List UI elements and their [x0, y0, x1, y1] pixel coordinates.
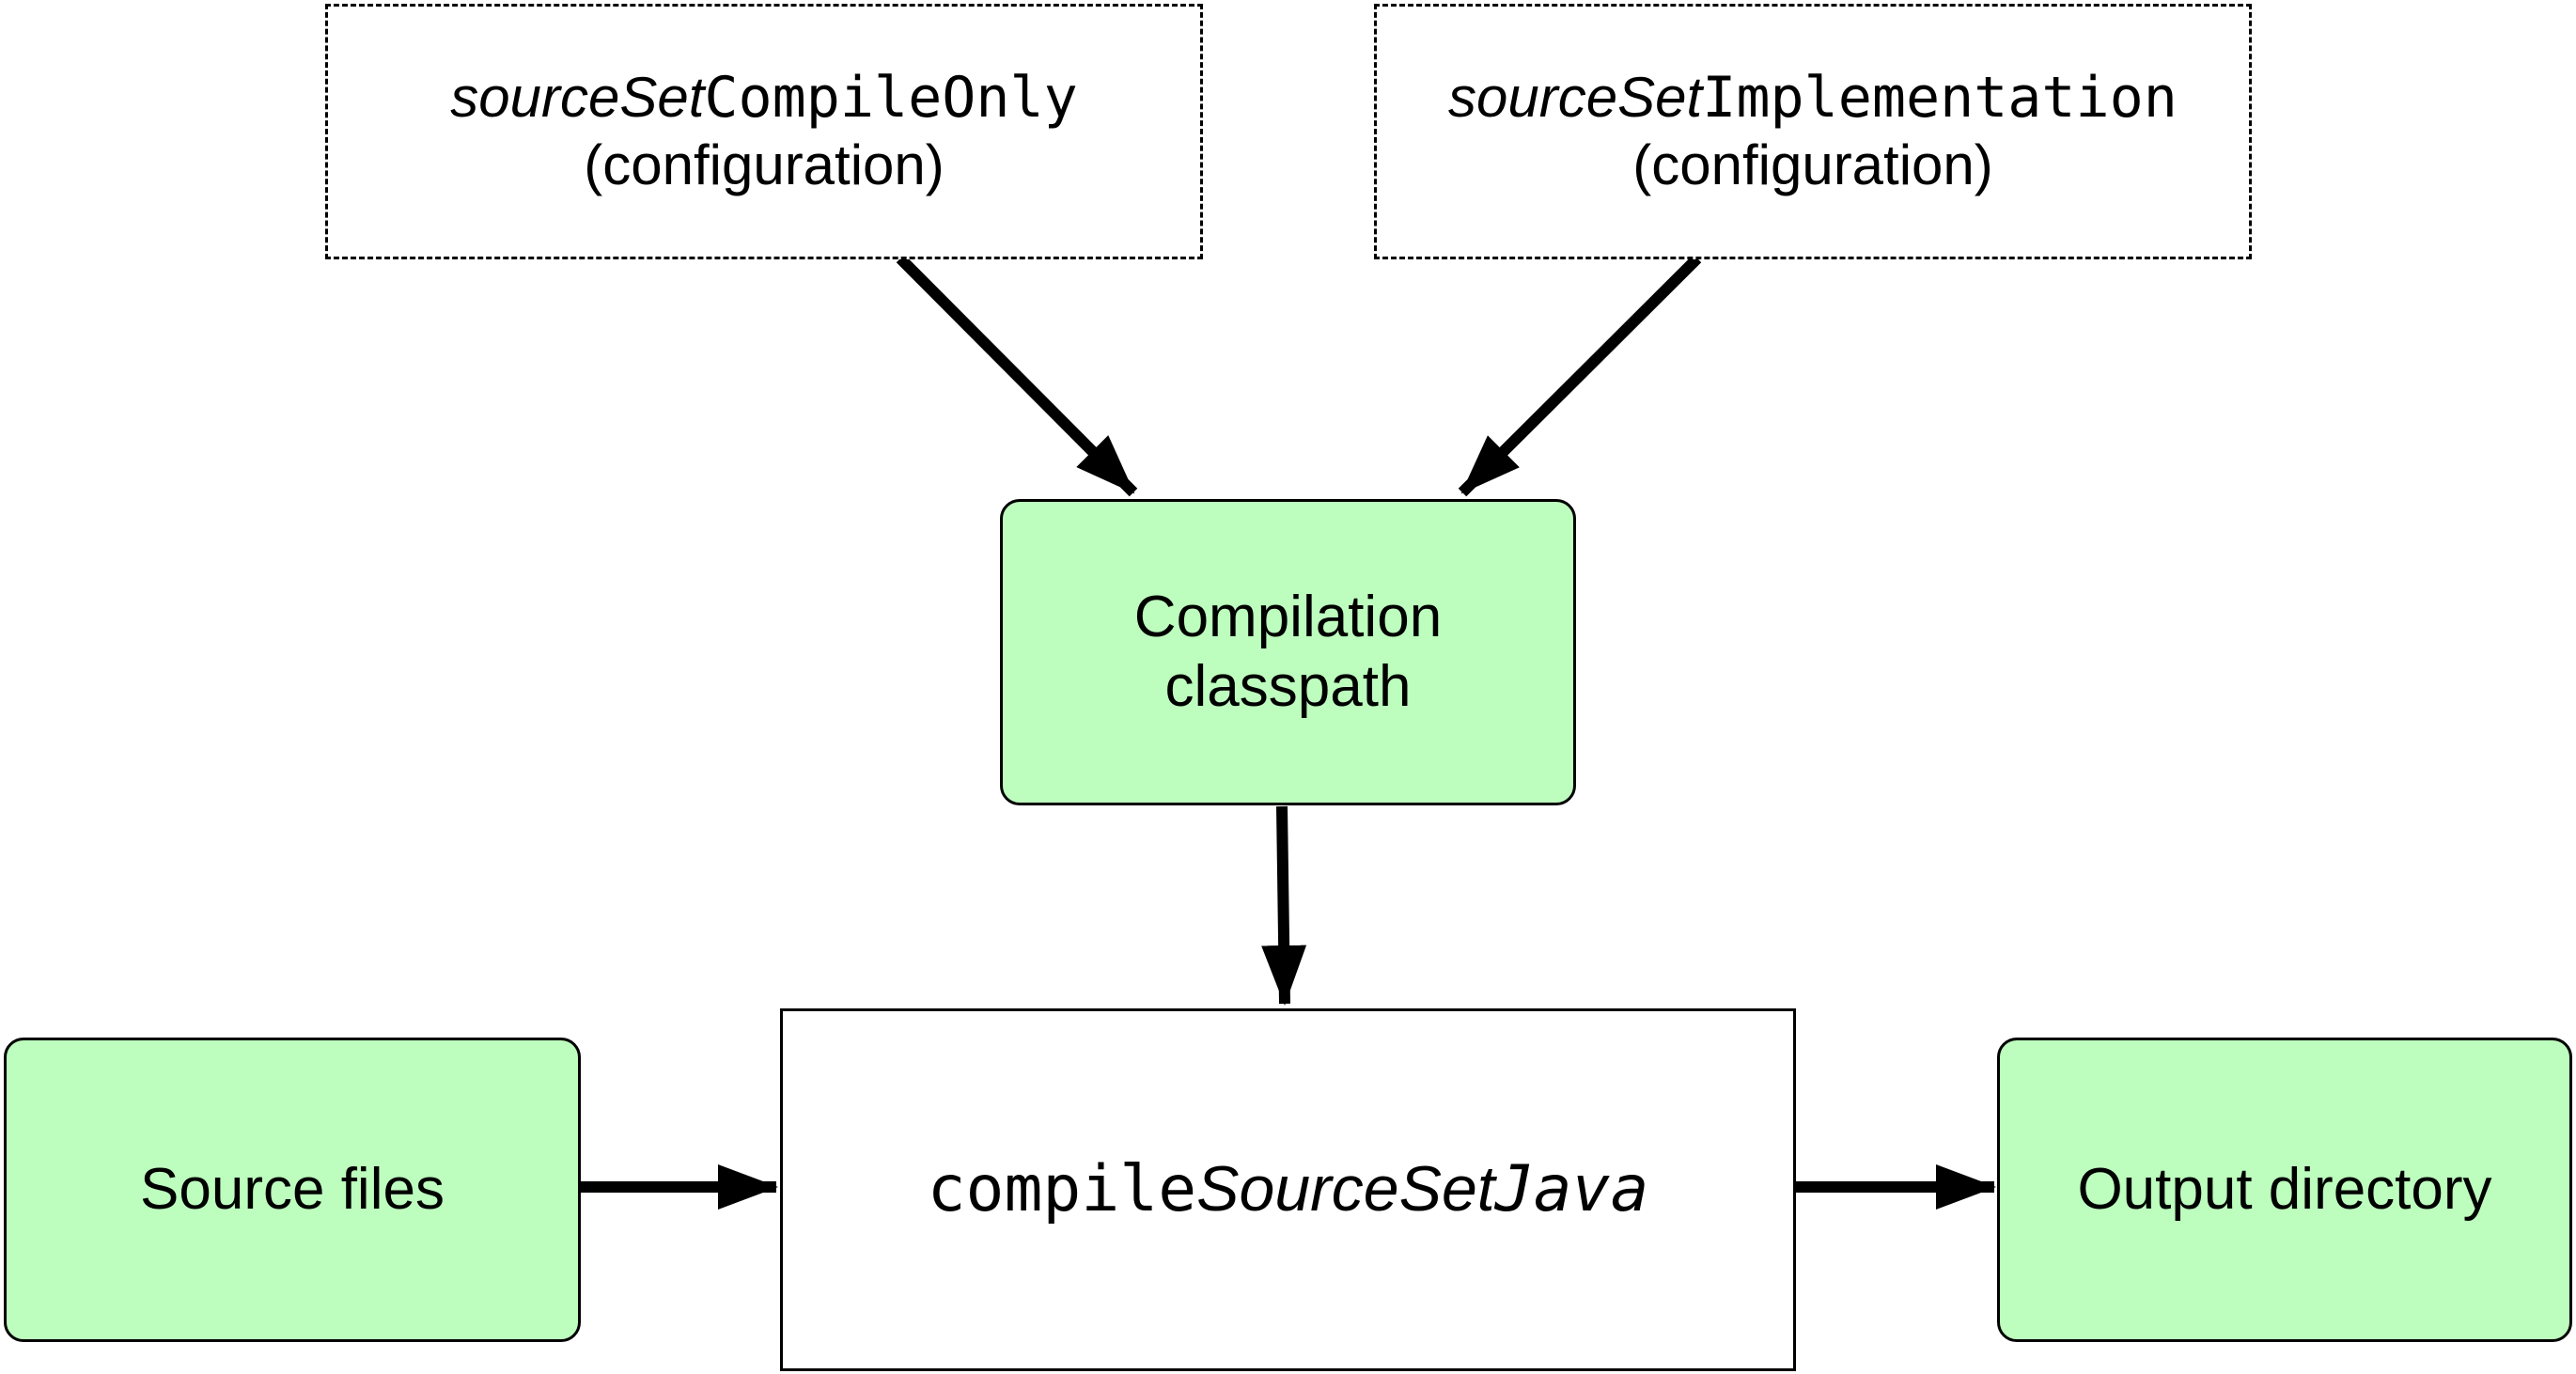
source-set-prefix: sourceSet — [450, 66, 705, 129]
source-files-node: Source files — [4, 1038, 581, 1342]
implementation-configuration-subtitle: (configuration) — [1632, 133, 1993, 196]
compile-only-configuration-title: sourceSetCompileOnly — [450, 64, 1078, 132]
compilation-classpath-line-2: classpath — [1164, 654, 1412, 719]
source-files-label: Source files — [140, 1156, 445, 1222]
edge-implementation-to-classpath — [1458, 254, 1702, 497]
source-set-prefix: sourceSet — [1448, 66, 1703, 129]
output-directory-label: Output directory — [2077, 1156, 2492, 1222]
implementation-name: Implementation — [1702, 65, 2178, 131]
task-prefix: compile — [927, 1152, 1197, 1227]
edge-compileonly-to-classpath — [896, 254, 1138, 497]
compile-java-task-label: compileSourceSetJava — [928, 1151, 1649, 1228]
implementation-configuration-title: sourceSetImplementation — [1448, 64, 2178, 132]
compile-only-configuration-node: sourceSetCompileOnly (configuration) — [325, 4, 1203, 259]
task-suffix: Java — [1494, 1152, 1649, 1227]
output-directory-node: Output directory — [1997, 1038, 2572, 1342]
edge-classpath-to-task — [1261, 805, 1307, 1006]
compilation-classpath-node: Compilation classpath — [1000, 499, 1576, 805]
compile-java-task-node: compileSourceSetJava — [780, 1008, 1796, 1371]
compilation-classpath-line-1: Compilation — [1133, 584, 1443, 649]
task-source-set: SourceSet — [1196, 1153, 1495, 1226]
compile-only-configuration-subtitle: (configuration) — [584, 133, 945, 196]
compile-only-name: CompileOnly — [704, 65, 1078, 131]
implementation-configuration-node: sourceSetImplementation (configuration) — [1374, 4, 2252, 259]
